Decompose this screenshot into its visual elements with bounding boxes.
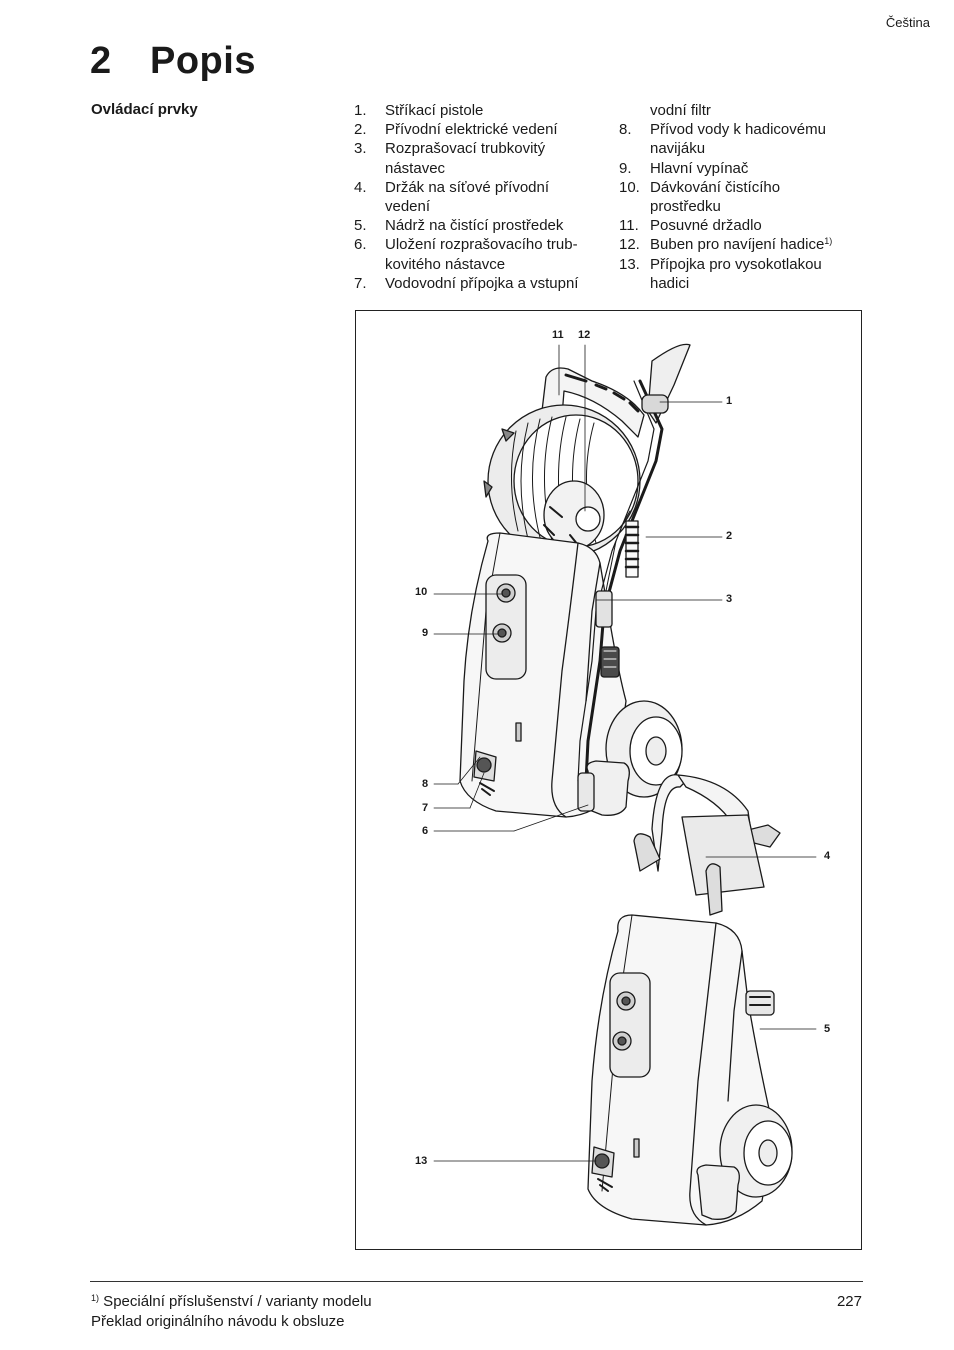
list-item: 5.Nádrž na čistící prostředek: [354, 217, 564, 235]
list-item: 1.Stříkací pistole: [354, 102, 484, 119]
pressure-washer-drawing: [433, 343, 817, 1226]
list-item-continuation: 0.prostředku: [650, 198, 721, 216]
callout-13: 13: [415, 1155, 428, 1167]
device-illustration: 11 12 1 2 3 10 9 8 7 6 4 5 13: [355, 310, 862, 1250]
list-item: 11.Posuvné držadlo: [619, 217, 762, 235]
chapter-number: 2: [90, 40, 112, 82]
footnote: 1) Speciální příslušenství / varianty mo…: [91, 1293, 372, 1310]
list-item: 12.Buben pro navíjení hadice1): [619, 236, 833, 254]
callout-9: 9: [422, 627, 429, 639]
list-item-continuation: 0.vodní filtr: [650, 102, 711, 119]
list-item: 9.Hlavní vypínač: [619, 159, 749, 177]
component-list-col-2: 0.vodní filtr 8.Přívod vody k hadicovému…: [619, 101, 859, 293]
callout-3: 3: [726, 593, 733, 605]
language-label: Čeština: [885, 15, 930, 30]
callout-11: 11: [552, 329, 564, 341]
callout-12: 12: [578, 329, 591, 341]
callout-10: 10: [415, 586, 428, 598]
list-item: 7.Vodovodní přípojka a vstupní: [354, 274, 579, 292]
translation-note: Překlad originálního návodu k obsluze: [91, 1313, 345, 1330]
callout-5: 5: [824, 1023, 831, 1035]
page-number: 227: [836, 1293, 862, 1310]
footnote-mark: 1): [91, 1293, 100, 1303]
list-item: 4.Držák na síťové přívodní: [354, 178, 550, 196]
footnote-ref: 1): [824, 236, 833, 247]
section-label: Ovládací prvky: [91, 101, 198, 118]
list-item-continuation: 0.kovitého nástavce: [385, 255, 506, 273]
list-item: 3.Rozprašovací trubkovitý: [354, 140, 546, 158]
callout-2: 2: [726, 530, 733, 542]
list-item-continuation: 0.navijáku: [650, 140, 706, 158]
list-item: 2.Přívodní elektrické vedení: [354, 121, 558, 139]
list-item: 13.Přípojka pro vysokotlakou: [619, 255, 822, 273]
list-item: 6.Uložení rozprašovacího trub-: [354, 236, 578, 254]
list-item: 8.Přívod vody k hadicovému: [619, 121, 826, 139]
chapter-title: Popis: [150, 40, 256, 82]
callout-1: 1: [726, 395, 733, 407]
list-item-continuation: 0.vedení: [385, 198, 431, 216]
callout-7: 7: [422, 802, 429, 814]
chapter-heading: 2 Popis: [90, 40, 256, 83]
callout-4: 4: [824, 850, 831, 862]
callout-8: 8: [422, 778, 429, 790]
list-item-continuation: 0.hadici: [650, 274, 690, 292]
footer-divider: [90, 1281, 863, 1282]
component-list-col-1: 1.Stříkací pistole 2.Přívodní elektrické…: [354, 101, 616, 293]
callout-6: 6: [422, 825, 429, 837]
list-item: 10.Dávkování čistícího: [619, 178, 781, 196]
list-item-continuation: 0.nástavec: [385, 159, 446, 177]
footnote-text: Speciální příslušenství / varianty model…: [99, 1293, 372, 1310]
